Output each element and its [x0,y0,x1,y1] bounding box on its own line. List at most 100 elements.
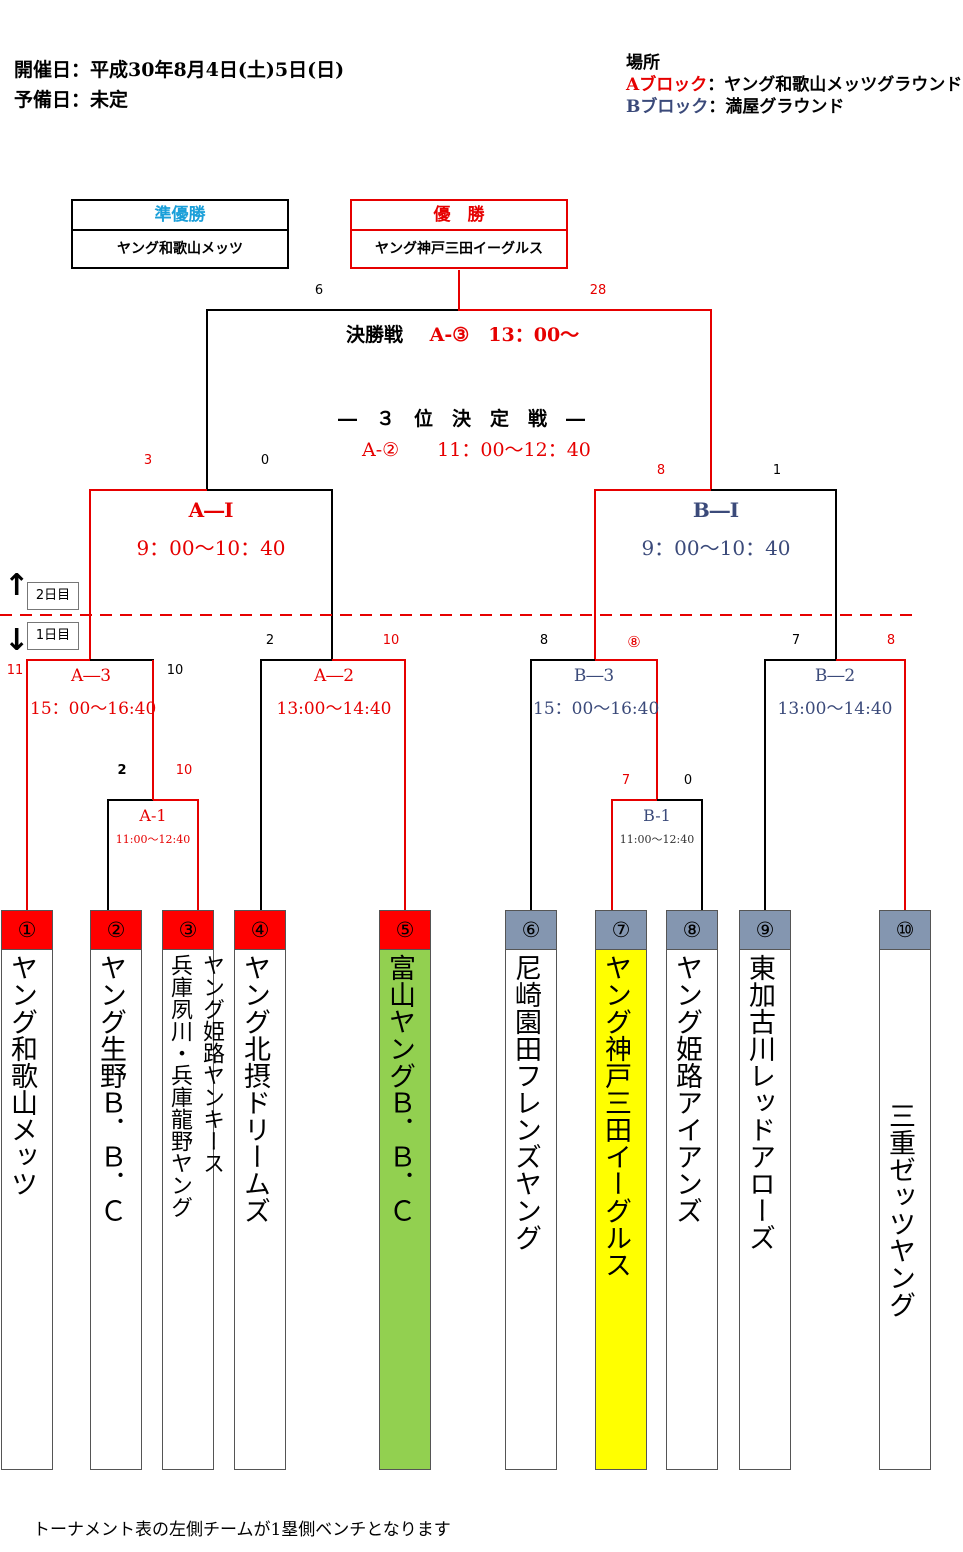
block-a-venue: ：ヤング和歌山メッツグラウンド [707,75,963,95]
a2-left [260,659,332,910]
team-5-name: 富山ヤングＢ．Ｂ．Ｃ [384,954,415,1224]
team-7: ⑦ ヤング神戸三田イーグルス [595,910,647,1470]
team-9-number: ⑨ [739,910,791,950]
a1-title: A-1 [139,806,167,825]
b3-right [595,659,658,800]
b3-title: B―3 [573,666,615,686]
final-slot: A-③ 13：00～ [429,324,580,346]
team-1: ① ヤング和歌山メッツ [1,910,53,1470]
b1-score-right: 0 [683,773,693,788]
a2-title: A―2 [313,666,355,686]
team-6-name: 尼崎園田フレンズヤング [510,954,541,1251]
a1-score-right: 10 [175,763,193,778]
day2-label: 2日目 [27,582,79,610]
team-4-name: ヤング北摂ドリームズ [239,954,270,1224]
team-3: ③ ヤング姫路ヤンキース 兵庫夙川・兵庫龍野ヤング [162,910,224,1470]
third-place-title: ― ３ 位 決 定 戦 ― [338,408,586,430]
team-4: ④ ヤング北摂ドリームズ [234,910,286,1470]
block-a-label: Aブロック [626,75,708,95]
team-9-name: 東加古川レッドアローズ [744,954,775,1251]
b1-time: 11:00～12:40 [619,833,695,846]
b-semi-title: B―Ⅰ [692,498,740,522]
a1-right [153,799,199,910]
a-semi-score-right: 0 [260,453,270,468]
a2-right [332,659,406,910]
team-8-number: ⑧ [666,910,718,950]
team-10: ⑩ 三重ゼッツヤング [879,910,931,1470]
a1-left [107,799,153,910]
team-3-name-a: ヤング姫路ヤンキース [199,954,224,1174]
arrow-down-icon: ↓ [4,623,30,658]
a-semi-match: A―Ⅰ 9：00～10：40 [92,498,330,561]
final-score-left: 6 [314,283,324,298]
b1-title: B-1 [643,806,671,825]
a-semi-right [207,489,333,660]
team-6: ⑥ 尼崎園田フレンズヤング [505,910,557,1470]
b-semi-right [711,489,837,660]
team-3-number: ③ [162,910,214,950]
winner-label: 優 勝 [352,201,566,231]
a-semi-time: 9：00～10：40 [136,536,286,560]
b3-match: B―3 15：00～16:40 [533,666,660,719]
b2-time: 13:00～14:40 [777,699,893,719]
venue-info: 場所 Aブロック：ヤング和歌山メッツグラウンド Bブロック：満屋グラウンド [626,52,962,118]
team-3-name-b: 兵庫夙川・兵庫龍野ヤング [167,954,192,1218]
team-2-name: ヤング生野Ｂ．Ｂ．Ｃ [95,954,126,1224]
event-date: 開催日：平成30年8月4日(土)5日(日) [14,59,345,81]
footer-note: トーナメント表の左側チームが1塁側ベンチとなります [33,1520,451,1540]
final-title-text: 決勝戦 [346,324,404,346]
team-1-name: ヤング和歌山メッツ [6,954,37,1197]
b2-title: B―2 [814,666,856,686]
team-2: ② ヤング生野Ｂ．Ｂ．Ｃ [90,910,142,1470]
day1-label: 1日目 [27,622,79,650]
a2-match: A―2 13:00～14:40 [264,666,404,719]
team-7-number: ⑦ [595,910,647,950]
arrow-up-icon: ↑ [4,568,30,603]
a-semi-score-left: 3 [143,453,153,468]
b-semi-left [594,489,711,660]
venue-label: 場所 [626,53,660,73]
third-place-slot: A-② 11：00～12：40 [362,439,591,461]
b1-match: B-1 11:00～12:40 [614,806,700,847]
b3-left [530,659,595,910]
b3-score-left: 8 [539,633,549,648]
runner-up-label: 準優勝 [73,201,287,231]
a1-match: A-1 11:00～12:40 [110,806,196,847]
b2-right [836,659,906,910]
runner-up-team: ヤング和歌山メッツ [117,241,243,257]
team-10-number: ⑩ [879,910,931,950]
a-semi-title: A―Ⅰ [188,498,234,522]
a3-title: A―3 [70,666,112,686]
final-score-right: 28 [589,283,607,298]
b1-right [657,799,703,910]
team-2-number: ② [90,910,142,950]
team-8-name: ヤング姫路アイアンズ [671,954,702,1224]
b1-left [611,799,657,910]
b-semi-match: B―Ⅰ 9：00～10：40 [597,498,835,561]
team-5: ⑤ 富山ヤングＢ．Ｂ．Ｃ [379,910,431,1470]
team-5-number: ⑤ [379,910,431,950]
winner-team: ヤング神戸三田イーグルス [375,241,543,257]
team-7-name: ヤング神戸三田イーグルス [600,954,631,1278]
b1-score-left: 7 [621,773,631,788]
b2-score-right: 8 [886,633,896,648]
a2-score-left: 2 [265,633,275,648]
b2-score-left: 7 [791,633,801,648]
a1-time: 11:00～12:40 [115,833,191,846]
block-b-venue: ：満屋グラウンド [708,97,845,117]
b3-time: 15：00～16:40 [533,699,660,719]
team-10-name: 三重ゼッツヤング [884,1101,915,1318]
b-semi-time: 9：00～10：40 [641,536,791,560]
a3-time: 15：00～16:40 [30,699,157,719]
a3-score-right: 10 [166,663,184,678]
team-8: ⑧ ヤング姫路アイアンズ [666,910,718,1470]
final-title: 決勝戦 A-③ 13：00～ [346,320,579,347]
b2-left [764,659,836,910]
b3-score-right: ⑧ [627,633,641,651]
a2-score-right: 10 [382,633,400,648]
reserve-date: 予備日：未定 [14,89,129,111]
a2-time: 13:00～14:40 [276,699,392,719]
b2-match: B―2 13:00～14:40 [767,666,903,719]
a3-score-left: 11 [6,663,24,678]
